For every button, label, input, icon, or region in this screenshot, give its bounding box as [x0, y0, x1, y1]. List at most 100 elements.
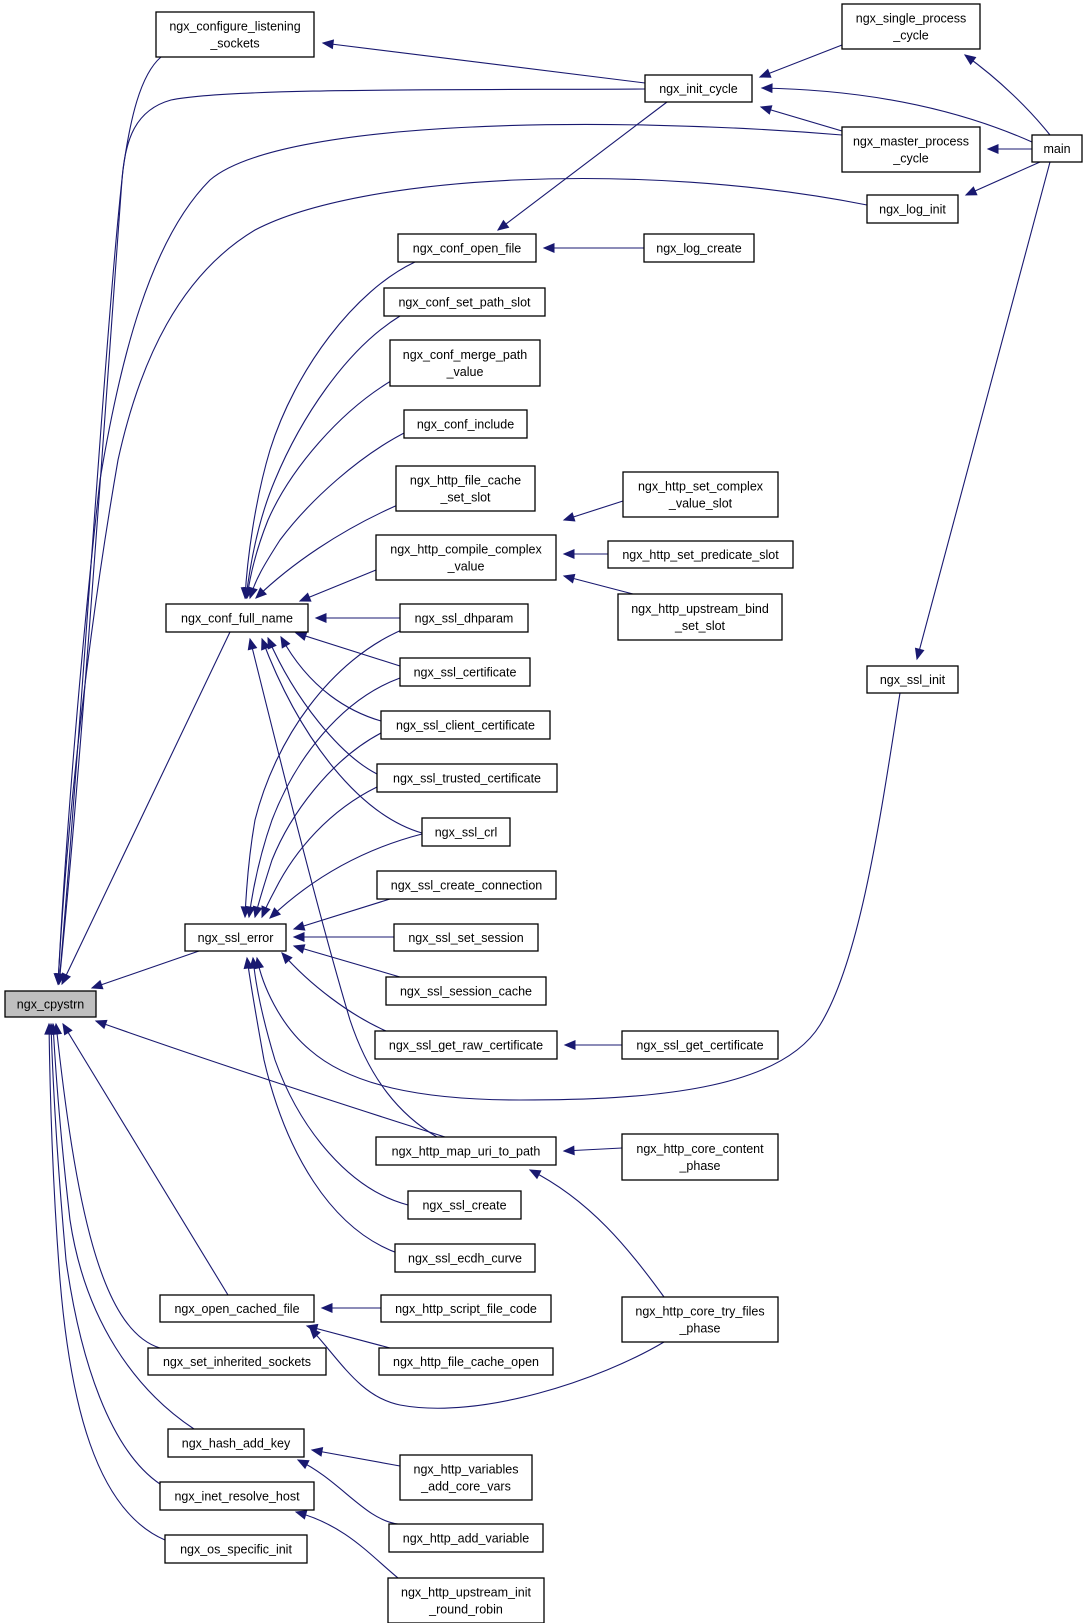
function-node-ngx-open-cached-file[interactable]: ngx_open_cached_file: [159, 1294, 315, 1323]
function-node-box: [184, 923, 287, 952]
call-edge-line: [252, 957, 409, 1206]
function-node-label: ngx_http_set_predicate_slot: [622, 548, 779, 562]
call-edge: [292, 898, 391, 931]
function-node-ngx-http-map-uri-to-path[interactable]: ngx_http_map_uri_to_path: [375, 1136, 557, 1166]
function-node-box: [407, 1190, 522, 1220]
function-node-main[interactable]: main: [1031, 134, 1083, 163]
function-node-label: ngx_log_create: [656, 242, 742, 256]
call-edge-line: [248, 677, 401, 918]
function-node-ngx-ssl-dhparam[interactable]: ngx_ssl_dhparam: [399, 603, 529, 633]
call-edge-line: [61, 631, 231, 985]
call-edge: [562, 573, 634, 595]
call-edge-line: [91, 950, 200, 989]
function-node-label: _phase: [678, 1322, 720, 1336]
function-node-ngx-http-core-try-files-phase[interactable]: ngx_http_core_try_files_phase: [621, 1296, 779, 1343]
function-node-ngx-ssl-get-raw-certificate[interactable]: ngx_ssl_get_raw_certificate: [374, 1030, 558, 1060]
function-node-label: ngx_conf_set_path_slot: [398, 296, 531, 310]
call-edge: [252, 732, 382, 919]
function-node-ngx-conf-open-file[interactable]: ngx_conf_open_file: [397, 233, 537, 263]
function-node-ngx-os-specific-init[interactable]: ngx_os_specific_init: [164, 1534, 308, 1564]
function-node-box: [155, 11, 315, 58]
function-node-box: [374, 1030, 558, 1060]
function-node-ngx-ssl-trusted-certificate[interactable]: ngx_ssl_trusted_certificate: [376, 763, 558, 793]
call-edge-arrowhead: [321, 39, 335, 50]
function-node-ngx-inet-resolve-host[interactable]: ngx_inet_resolve_host: [159, 1481, 315, 1511]
call-edge-arrowhead: [261, 637, 271, 651]
function-node-box: [380, 710, 551, 740]
function-node-ngx-log-init[interactable]: ngx_log_init: [866, 194, 959, 224]
call-edge-arrowhead: [320, 1303, 333, 1313]
function-node-ngx-conf-full-name[interactable]: ngx_conf_full_name: [165, 603, 309, 633]
function-node-ngx-http-set-predicate-slot[interactable]: ngx_http_set_predicate_slot: [607, 540, 794, 569]
function-node-label: ngx_set_inherited_sockets: [163, 1355, 311, 1369]
call-edge-line: [261, 786, 378, 918]
call-edge-arrowhead: [496, 219, 510, 231]
function-node-ngx-ssl-set-session[interactable]: ngx_ssl_set_session: [393, 923, 539, 952]
function-node-ngx-ssl-session-cache[interactable]: ngx_ssl_session_cache: [385, 976, 547, 1006]
function-node-ngx-log-create[interactable]: ngx_log_create: [643, 233, 755, 263]
function-node-ngx-http-upstream-init-round-robin[interactable]: ngx_http_upstream_init_round_robin: [387, 1577, 545, 1623]
function-node-ngx-http-file-cache-set-slot[interactable]: ngx_http_file_cache_set_slot: [395, 465, 536, 512]
call-edge-arrowhead: [44, 1022, 55, 1035]
function-node-ngx-ssl-crl[interactable]: ngx_ssl_crl: [421, 817, 511, 847]
function-node-ngx-ssl-create-connection[interactable]: ngx_ssl_create_connection: [376, 870, 557, 900]
function-node-ngx-ssl-get-certificate[interactable]: ngx_ssl_get_certificate: [621, 1030, 779, 1060]
function-node-ngx-hash-add-key[interactable]: ngx_hash_add_key: [167, 1428, 305, 1458]
function-node-ngx-http-script-file-code[interactable]: ngx_http_script_file_code: [380, 1294, 552, 1323]
function-node-label: ngx_ssl_ecdh_curve: [408, 1252, 522, 1266]
function-node-ngx-ssl-certificate[interactable]: ngx_ssl_certificate: [399, 657, 531, 687]
function-node-ngx-http-variables-add-core-vars[interactable]: ngx_http_variables_add_core_vars: [399, 1454, 533, 1501]
function-node-ngx-http-upstream-bind-set-slot[interactable]: ngx_http_upstream_bind_set_slot: [617, 593, 783, 641]
function-node-ngx-http-core-content-phase[interactable]: ngx_http_core_content _phase: [621, 1133, 779, 1181]
function-node-box: [397, 233, 537, 263]
call-edge-arrowhead: [562, 1145, 575, 1156]
call-edge: [255, 503, 401, 599]
function-node-ngx-http-set-complex-value-slot[interactable]: ngx_http_set_complex_value_slot: [622, 471, 779, 518]
function-node-ngx-cpystrn[interactable]: ngx_cpystrn: [4, 990, 97, 1018]
function-node-ngx-conf-include[interactable]: ngx_conf_include: [403, 409, 528, 439]
function-node-label: ngx_http_core_content: [636, 1142, 764, 1156]
call-edge: [298, 569, 377, 602]
function-node-ngx-http-add-variable[interactable]: ngx_http_add_variable: [388, 1523, 544, 1553]
function-node-ngx-master-process-cycle[interactable]: ngx_master_process_cycle: [841, 126, 981, 173]
function-node-ngx-set-inherited-sockets[interactable]: ngx_set_inherited_sockets: [147, 1347, 327, 1376]
function-node-label: ngx_ssl_get_certificate: [636, 1039, 763, 1053]
function-node-box: [4, 990, 97, 1018]
function-node-label: ngx_init_cycle: [659, 82, 738, 96]
function-node-ngx-init-cycle[interactable]: ngx_init_cycle: [644, 74, 753, 103]
function-node-box: [395, 465, 536, 512]
function-node-ngx-ssl-create[interactable]: ngx_ssl_create: [407, 1190, 522, 1220]
call-edge: [261, 786, 378, 919]
function-node-label: ngx_master_process: [853, 135, 969, 149]
call-edge: [562, 1145, 623, 1156]
call-edge-arrowhead: [269, 907, 282, 919]
function-node-ngx-conf-merge-path-value[interactable]: ngx_conf_merge_path_value: [389, 339, 541, 387]
call-edge-line: [280, 636, 382, 722]
call-edge-line: [244, 628, 405, 918]
call-edge-arrowhead: [294, 631, 308, 641]
call-edge: [320, 1303, 381, 1313]
call-edge: [292, 932, 394, 942]
function-node-ngx-ssl-error[interactable]: ngx_ssl_error: [184, 923, 287, 952]
call-edge-arrowhead: [62, 1022, 73, 1036]
function-node-box: [621, 1296, 779, 1343]
call-edge-arrowhead: [309, 1327, 321, 1340]
function-node-ngx-ssl-ecdh-curve[interactable]: ngx_ssl_ecdh_curve: [394, 1243, 536, 1273]
function-node-ngx-conf-set-path-slot[interactable]: ngx_conf_set_path_slot: [383, 287, 546, 317]
function-node-ngx-configure-listening-sockets[interactable]: ngx_configure_listening_sockets: [155, 11, 315, 58]
function-node-ngx-http-compile-complex-value[interactable]: ngx_http_compile_complex_value: [375, 534, 557, 581]
call-edge-line: [58, 56, 162, 985]
function-node-ngx-ssl-init[interactable]: ngx_ssl_init: [866, 665, 959, 694]
function-node-label: ngx_ssl_dhparam: [415, 612, 514, 626]
call-edge: [310, 1447, 401, 1467]
call-edge-line: [50, 1023, 161, 1485]
function-node-ngx-http-file-cache-open[interactable]: ngx_http_file_cache_open: [378, 1347, 554, 1376]
function-node-ngx-single-process-cycle[interactable]: ngx_single_process_cycle: [841, 3, 981, 50]
call-edge-line: [245, 315, 401, 599]
function-node-label: _phase: [678, 1159, 720, 1173]
call-edge-line: [299, 569, 377, 602]
function-node-label: ngx_http_map_uri_to_path: [392, 1145, 541, 1159]
call-edge-arrowhead: [310, 1447, 324, 1457]
function-node-ngx-ssl-client-certificate[interactable]: ngx_ssl_client_certificate: [380, 710, 551, 740]
